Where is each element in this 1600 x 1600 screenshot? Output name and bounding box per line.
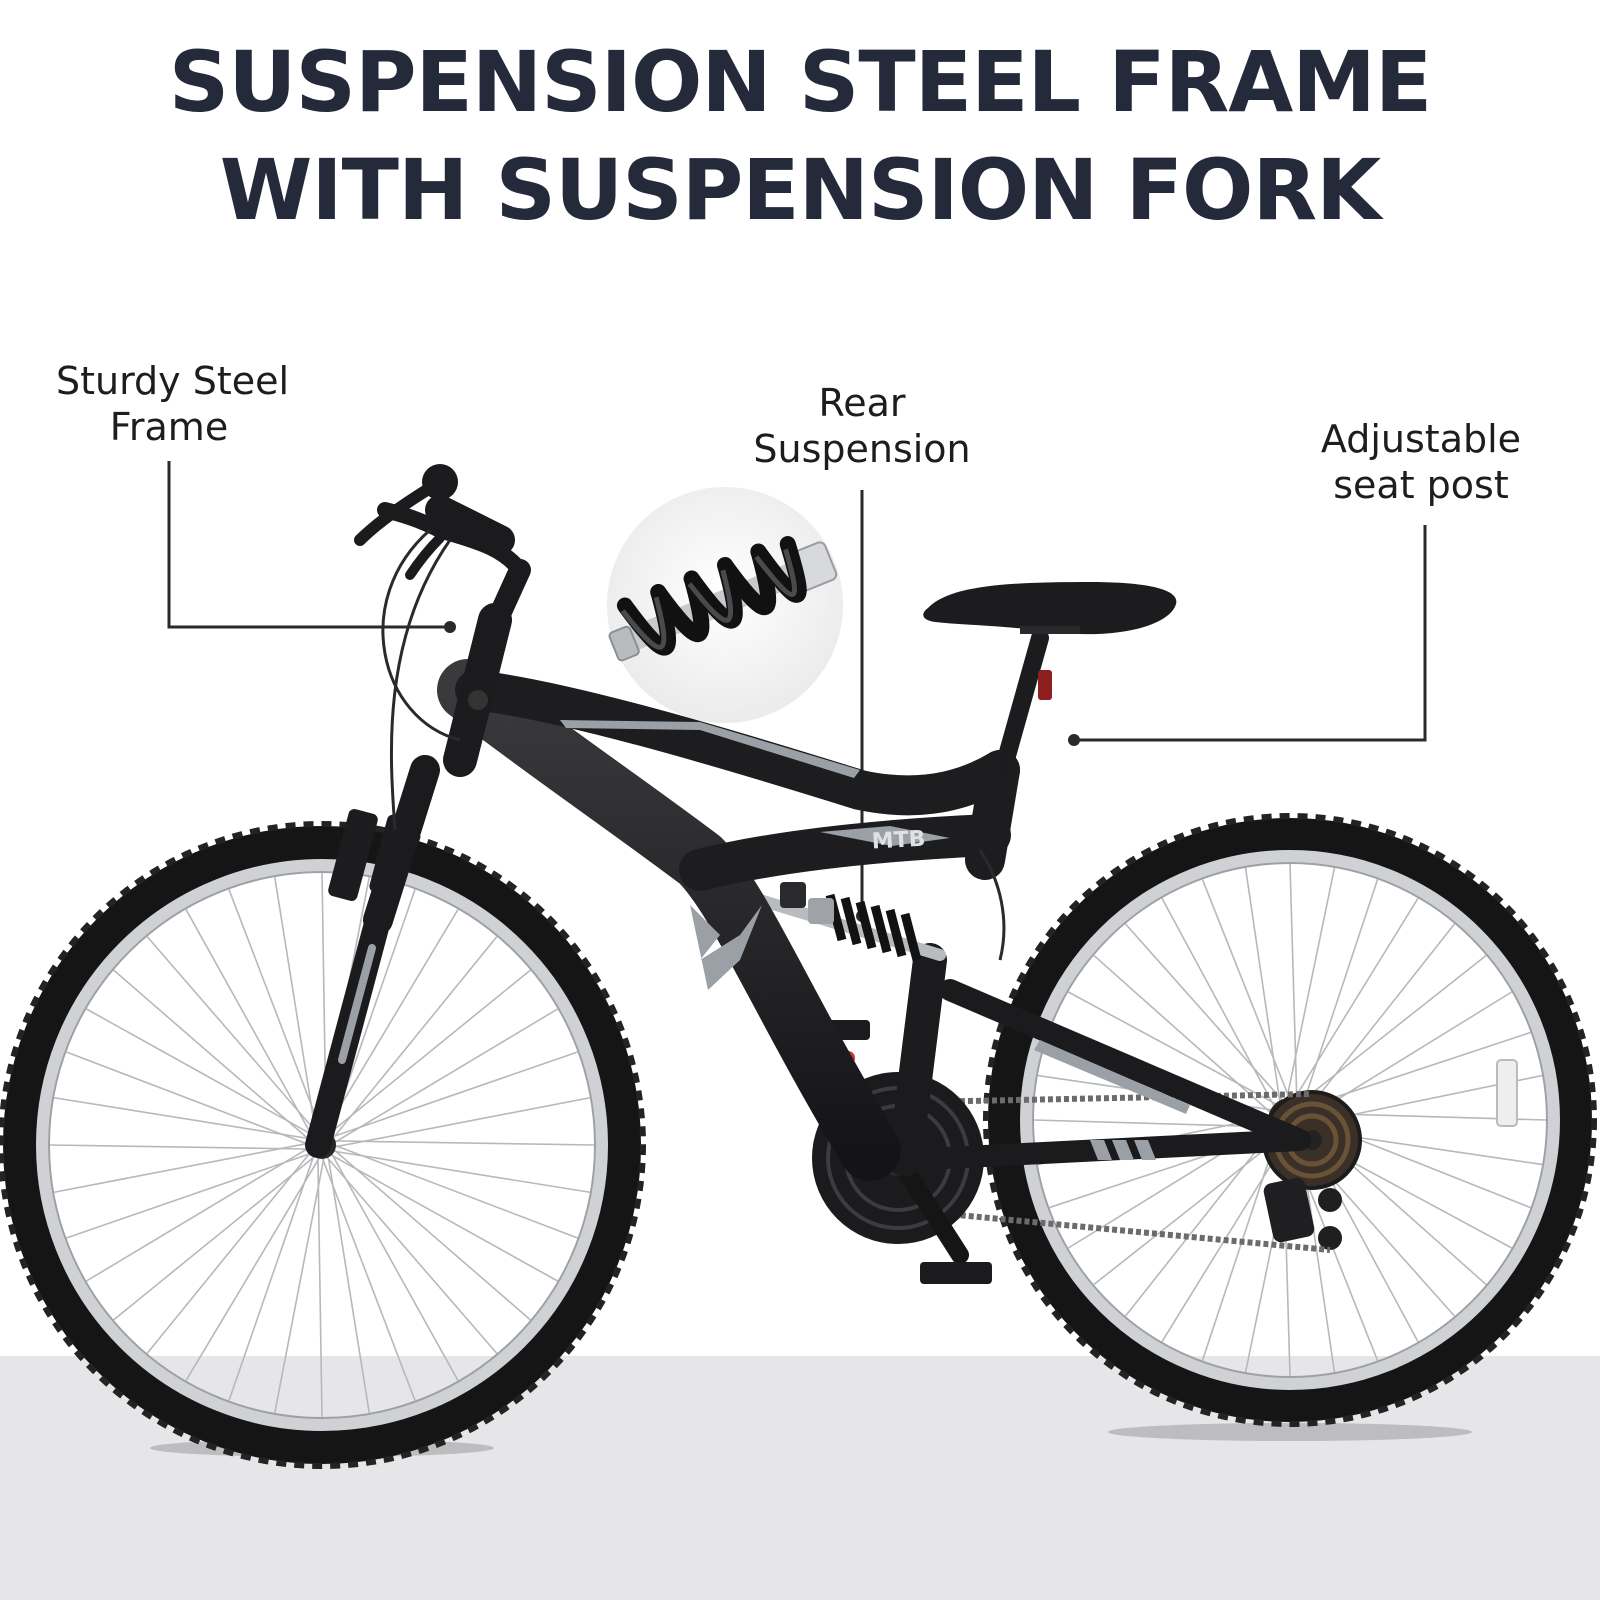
spoke bbox=[332, 1148, 531, 1321]
rear-shock bbox=[754, 882, 946, 962]
bike-frame bbox=[437, 603, 1020, 1181]
spoke bbox=[1309, 991, 1513, 1118]
spoke bbox=[86, 1008, 315, 1137]
spoke bbox=[333, 1140, 595, 1146]
spoke bbox=[1305, 1031, 1531, 1108]
grip-shifter bbox=[422, 464, 458, 500]
spoke bbox=[113, 1154, 317, 1321]
spoke bbox=[1292, 897, 1419, 1101]
spring-zoom-inset bbox=[607, 487, 843, 723]
spoke bbox=[329, 1153, 558, 1282]
spoke bbox=[327, 1155, 371, 1413]
front-brake bbox=[328, 808, 411, 902]
spoke bbox=[1201, 1135, 1278, 1361]
brake-cables bbox=[381, 528, 1006, 961]
seat-post-callout-leader bbox=[1068, 525, 1427, 746]
spoke bbox=[1302, 879, 1379, 1105]
headline-line-2: WITH SUSPENSION FORK bbox=[219, 141, 1381, 239]
callout-seat-post: Adjustable seat post bbox=[1308, 416, 1534, 508]
callout-seat-post-line-1: Adjustable bbox=[1320, 417, 1522, 461]
rear-derailleur bbox=[1263, 1177, 1342, 1250]
spoke bbox=[1306, 923, 1456, 1111]
spoke bbox=[325, 1155, 498, 1354]
spoke bbox=[1093, 954, 1272, 1114]
chain bbox=[904, 1091, 1331, 1253]
spoke bbox=[113, 969, 312, 1142]
spoke bbox=[1161, 897, 1276, 1108]
handlebar bbox=[354, 476, 531, 636]
callout-rear-suspension-line-2: Suspension bbox=[753, 427, 971, 471]
headline: SUSPENSION STEEL FRAME WITH SUSPENSION F… bbox=[0, 28, 1600, 244]
spoke bbox=[273, 1156, 325, 1414]
frame-graphics bbox=[560, 720, 950, 990]
callout-frame: Sturdy Steel Frame bbox=[56, 358, 290, 450]
frame-callout-leader bbox=[167, 461, 456, 633]
spoke bbox=[330, 1152, 459, 1381]
spoke bbox=[66, 1051, 311, 1146]
spoke bbox=[1124, 923, 1284, 1102]
front-wheel bbox=[0, 821, 646, 1469]
callout-rear-suspension: Rear Suspension bbox=[735, 380, 989, 472]
spoke bbox=[1299, 954, 1487, 1104]
rear-wheel-shadow bbox=[1108, 1423, 1472, 1441]
frame-decal: MTB bbox=[871, 827, 926, 855]
spoke bbox=[331, 936, 498, 1140]
spoke bbox=[317, 1156, 323, 1418]
spoke bbox=[228, 889, 323, 1134]
spoke bbox=[66, 1151, 314, 1239]
spoke bbox=[1244, 867, 1281, 1103]
rear-reflector bbox=[1496, 1059, 1518, 1127]
spoke bbox=[49, 1144, 311, 1150]
spoke bbox=[333, 1096, 591, 1148]
callout-frame-line-2: Frame bbox=[109, 405, 229, 449]
spoke bbox=[1093, 1136, 1281, 1286]
spoke bbox=[1289, 863, 1298, 1102]
callout-frame-line-1: Sturdy Steel bbox=[56, 359, 290, 403]
spoke bbox=[333, 1008, 558, 1144]
spoke bbox=[146, 936, 319, 1135]
spoke bbox=[86, 1146, 311, 1282]
seat-post bbox=[994, 629, 1052, 779]
callout-seat-post-line-2: seat post bbox=[1333, 463, 1509, 507]
spoke bbox=[185, 1156, 321, 1381]
spoke bbox=[323, 909, 459, 1134]
spoke bbox=[53, 1142, 311, 1194]
spoke bbox=[321, 1156, 416, 1401]
spoke bbox=[1124, 1129, 1274, 1317]
spoke bbox=[228, 1153, 316, 1401]
spoke bbox=[185, 909, 314, 1138]
spoke bbox=[330, 1051, 578, 1139]
spoke bbox=[327, 969, 531, 1136]
spoke bbox=[273, 877, 317, 1135]
spoke bbox=[1067, 991, 1278, 1106]
chainstay-decal bbox=[1034, 1040, 1190, 1160]
spoke bbox=[1033, 1119, 1272, 1128]
spoke bbox=[146, 1150, 313, 1354]
spoke bbox=[333, 1144, 578, 1239]
spoke bbox=[1285, 867, 1336, 1101]
headline-line-1: SUSPENSION STEEL FRAME bbox=[168, 33, 1433, 131]
spoke bbox=[54, 1096, 312, 1140]
spoke bbox=[1201, 879, 1291, 1101]
spoke bbox=[332, 1150, 590, 1194]
callout-rear-suspension-line-1: Rear bbox=[818, 381, 906, 425]
saddle bbox=[923, 582, 1177, 635]
headset bbox=[468, 690, 488, 710]
